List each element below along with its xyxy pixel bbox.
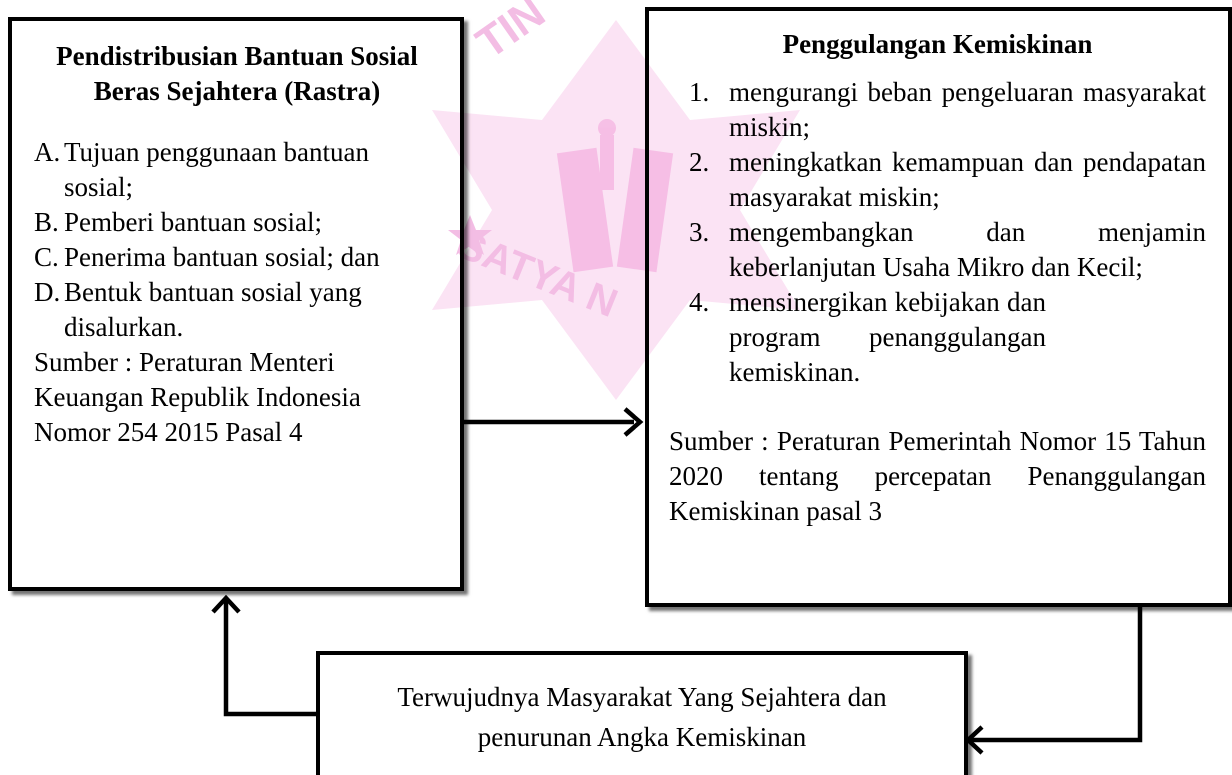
list-item-text: Tujuan penggunaan bantuan sosial; [64,137,369,202]
rastra-box-title: Pendistribusian Bantuan Sosial Beras Sej… [56,41,418,106]
outcome-box: Terwujudnya Masyarakat Yang Sejahtera da… [316,651,968,775]
rastra-source: Sumber : Peraturan Menteri Keuangan Repu… [34,347,361,447]
rastra-distribution-box: Pendistribusian Bantuan Sosial Beras Sej… [8,17,464,591]
list-marker: B. [34,207,59,237]
list-item-text: meningkatkan kemampuan dan pendapatan ma… [729,147,1206,212]
list-marker: 4. [689,287,710,317]
rastra-criteria-list: A.Tujuan penggunaan bantuan sosial; B.Pe… [34,135,440,345]
list-item: 1. mengurangi beban pengeluaran masyaraka… [669,75,1206,145]
list-item: 2. meningkatkan kemampuan dan pendapatan … [669,145,1206,215]
list-item-text: mensinergikan kebijakan dan program pena… [729,287,1046,387]
poverty-source: Sumber : Peraturan Pemerintah Nomor 15 T… [669,426,1206,526]
list-item: 3. mengembangkan dan menjamin keberlanjut… [669,215,1206,285]
arrow-bottom-to-left [211,594,316,717]
poverty-box-title: Penggulangan Kemiskinan [782,29,1093,59]
list-marker: A. [34,137,61,167]
list-marker: C. [34,242,59,272]
arrow-right-to-bottom [964,607,1143,755]
list-item-text: mengembangkan dan menjamin keberlanjutan… [729,217,1206,282]
list-item: D.Bentuk bantuan sosial yang disalurkan. [34,275,440,345]
list-item: B.Pemberi bantuan sosial; [34,205,440,240]
list-marker: 3. [689,217,710,247]
list-item-text: Bentuk bantuan sosial yang disalurkan. [64,277,362,342]
list-item-text: Pemberi bantuan sosial; [64,207,322,237]
list-item: 4. mensinergikan kebijakan dan program pe… [669,285,1206,390]
list-item-text: Penerima bantuan sosial; dan [64,242,380,272]
list-item: C.Penerima bantuan sosial; dan [34,240,440,275]
list-marker: 2. [689,147,710,177]
list-item: A.Tujuan penggunaan bantuan sosial; [34,135,440,205]
list-marker: D. [34,277,61,307]
list-item-text: mengurangi beban pengeluaran masyarakat … [729,77,1206,142]
poverty-reduction-box: Penggulangan Kemiskinan 1. mengurangi beb… [645,7,1232,607]
arrow-left-to-right [464,407,644,437]
poverty-goals-list: 1. mengurangi beban pengeluaran masyaraka… [669,75,1206,390]
outcome-text: Terwujudnya Masyarakat Yang Sejahtera da… [397,682,887,752]
list-marker: 1. [689,77,710,107]
